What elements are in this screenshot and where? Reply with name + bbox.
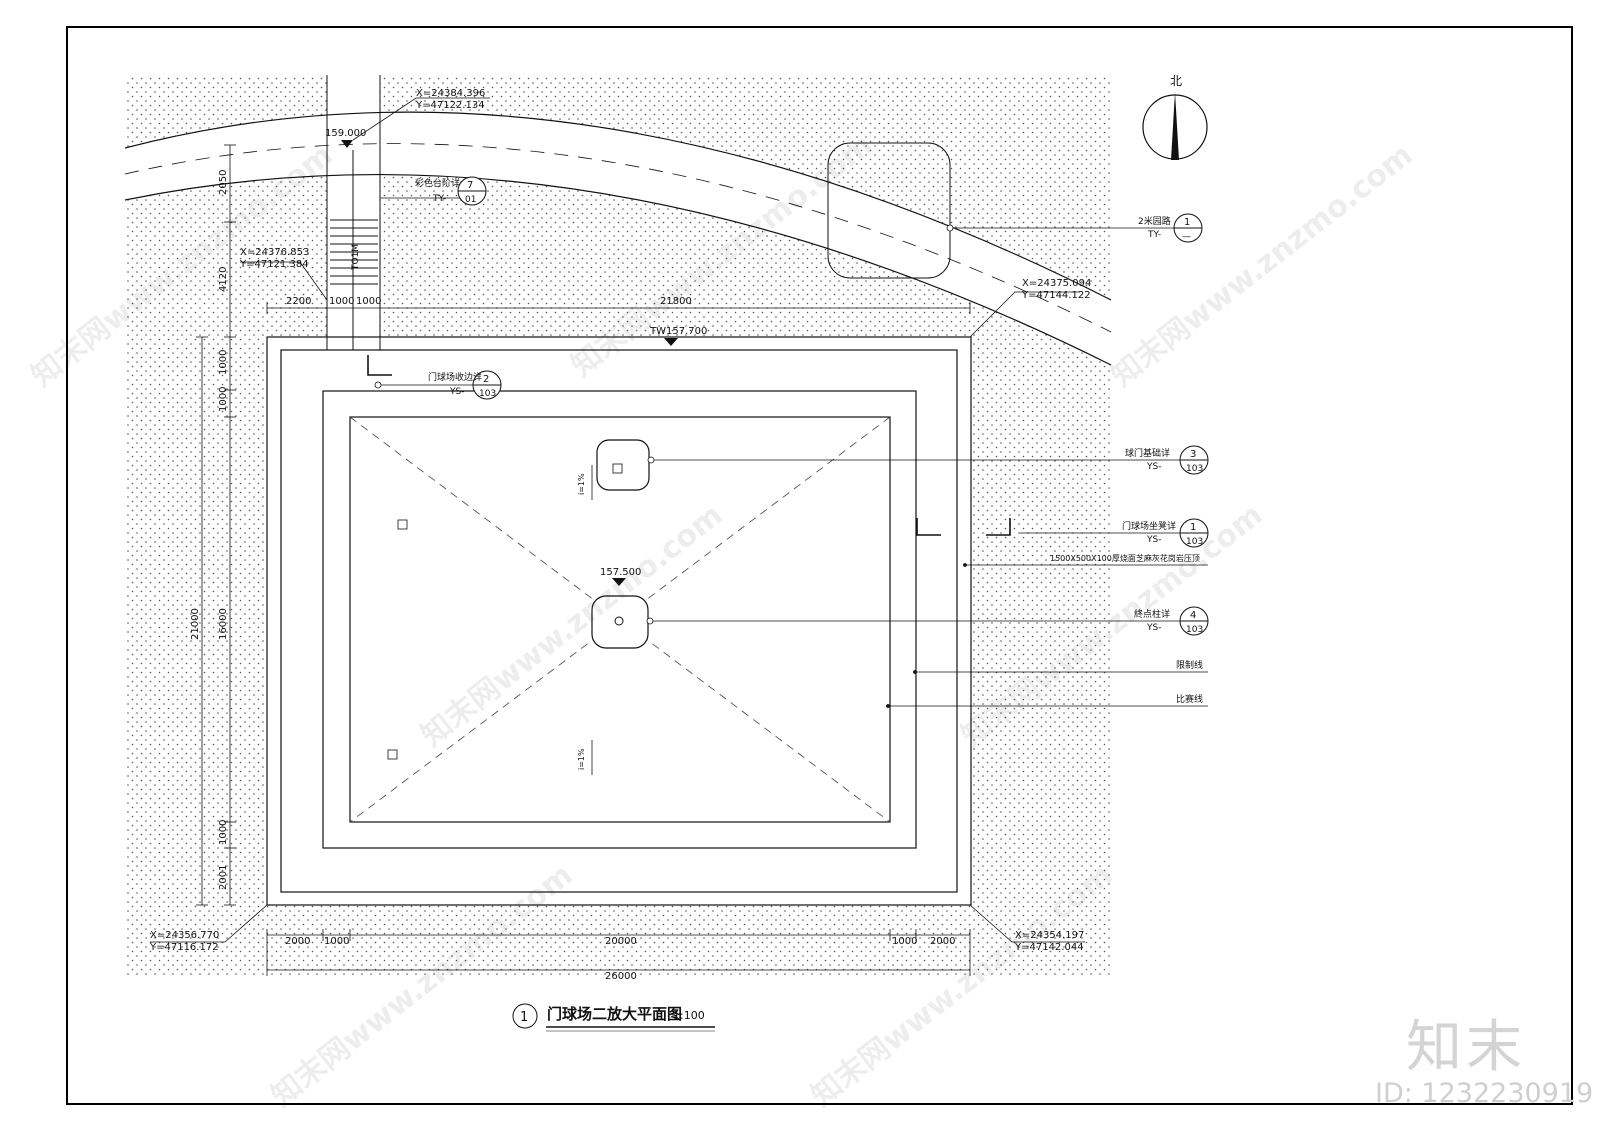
title-number-circle <box>512 1003 538 1029</box>
dim-bottom-5: 2000 <box>930 936 955 947</box>
dim-left-4: 1000 <box>218 387 229 412</box>
callout-post-num: 4 <box>1190 610 1196 621</box>
callout-post-label: 終点柱详 <box>1134 608 1170 620</box>
dim-left-8: 2001 <box>218 865 229 890</box>
section-marks <box>367 355 1011 536</box>
dim-bottom-1: 2000 <box>285 936 310 947</box>
callout-stair-num: 7 <box>467 180 473 191</box>
dim-bottom-6: 26000 <box>605 971 637 982</box>
callout-curb-num: 2 <box>483 374 489 385</box>
callout-seat-sheet: 103 <box>1186 537 1203 547</box>
elevation-road: 159.000 <box>325 128 366 139</box>
drawing-title: 门球场二放大平面图 <box>547 1005 682 1023</box>
road-edge-inner <box>124 173 1112 366</box>
dim-bottom-3: 20000 <box>605 936 637 947</box>
coord-1-x: X=24384.396 <box>416 88 485 99</box>
callout-seat-prefix: YS- <box>1146 535 1161 545</box>
dim-bottom-4: 1000 <box>892 936 917 947</box>
callout-seat-label: 门球场坐凳详 <box>1122 520 1176 532</box>
callout-curb-label: 门球场收边详 <box>428 371 482 383</box>
leader-dots <box>374 224 967 708</box>
callout-curb-prefix: YS- <box>449 387 464 397</box>
callout-seat-num: 1 <box>1190 522 1196 533</box>
road-lines <box>124 111 1112 366</box>
drawing-id: ID: 1232230919 <box>1375 1078 1594 1109</box>
callout-limit-label: 限制线 <box>1176 659 1203 671</box>
dim-left-6: 16000 <box>218 608 229 640</box>
limit-line-rect <box>322 390 917 849</box>
callout-post-prefix: YS- <box>1146 623 1161 633</box>
callout-stair-prefix: TY- <box>432 194 446 204</box>
dim-top-3: 1000 <box>356 296 381 307</box>
coord-3-x: X=24375.094 <box>1022 278 1091 289</box>
dimension-lines <box>196 144 971 976</box>
coordinate-leaders <box>150 97 1085 943</box>
gate-base-box <box>596 439 650 491</box>
elevation-center-marker <box>612 578 626 586</box>
coord-5-y: Y=47142.044 <box>1014 942 1084 953</box>
coord-4-x: X=24356.770 <box>150 930 219 941</box>
coord-4-y: Y=47116.172 <box>149 942 219 953</box>
coord-1-y: Y=47122.134 <box>415 100 485 111</box>
callout-pave-label: 1500X500X100厚烧面芝麻灰花岗岩压顶 <box>1050 553 1200 563</box>
north-arrow <box>1142 92 1208 160</box>
callout-gate-sheet: 103 <box>1186 464 1203 474</box>
callout-stair-sheet: 01 <box>465 195 476 205</box>
coord-2-x: X=24376.853 <box>240 247 309 258</box>
callout-post-sheet: 103 <box>1186 625 1203 635</box>
callout-leaders <box>378 197 1208 707</box>
callout-road-sheet: — <box>1182 232 1191 242</box>
sheet-border <box>66 26 1573 1105</box>
callout-road-prefix: TY- <box>1147 230 1161 240</box>
callout-gate-prefix: YS- <box>1146 462 1161 472</box>
elevation-tw-marker <box>664 338 678 346</box>
elevation-center: 157.500 <box>600 567 641 578</box>
callout-gate-label: 球门基础详 <box>1125 447 1170 459</box>
brand-logo: 知末 <box>1406 1015 1526 1080</box>
stair-label: TO1M <box>351 244 361 271</box>
road-centerline <box>124 143 1112 333</box>
game-line-rect <box>349 416 891 823</box>
dim-bottom-2: 1000 <box>324 936 349 947</box>
coord-3-y: Y=47144.122 <box>1021 290 1091 301</box>
callout-road-label: 2米园路 <box>1138 215 1171 227</box>
dim-left-5: 21000 <box>190 608 201 640</box>
drawing-scale: 1:100 <box>673 1009 705 1022</box>
elevation-tw: TW157.700 <box>649 326 707 337</box>
elevation-road-marker <box>341 140 353 148</box>
dim-left-7: 1000 <box>218 820 229 845</box>
callout-curb-sheet: 103 <box>479 389 496 399</box>
road-detail-box <box>827 142 951 279</box>
dim-top-4: 21800 <box>660 296 692 307</box>
slope-label-bottom: i=1% <box>577 748 586 770</box>
north-label: 北 <box>1170 74 1182 88</box>
coord-2-y: Y=47121.384 <box>239 259 309 270</box>
callout-gate-num: 3 <box>1190 449 1196 460</box>
dim-top-2: 1000 <box>329 296 354 307</box>
road-band <box>125 112 1111 365</box>
center-post-box <box>591 595 649 649</box>
center-post <box>614 616 624 626</box>
callout-game-label: 比赛线 <box>1176 693 1203 705</box>
dim-left-1: 2050 <box>218 170 229 195</box>
title-number: 1 <box>520 1010 528 1025</box>
callout-stair-label: 彩色台阶详 <box>415 177 460 189</box>
gate-marker-bottom <box>387 749 398 760</box>
detail-symbols <box>457 176 1209 636</box>
dim-left-2: 4120 <box>218 267 229 292</box>
callout-road-num: 1 <box>1184 217 1190 228</box>
road-edge-outer <box>124 111 1112 301</box>
coord-5-x: X=24354.197 <box>1015 930 1084 941</box>
dim-left-3: 1000 <box>218 350 229 375</box>
dim-top-1: 2200 <box>286 296 311 307</box>
gate-marker-left <box>397 519 408 530</box>
slope-label-top: i=1% <box>577 473 586 495</box>
gate-marker <box>612 463 623 474</box>
